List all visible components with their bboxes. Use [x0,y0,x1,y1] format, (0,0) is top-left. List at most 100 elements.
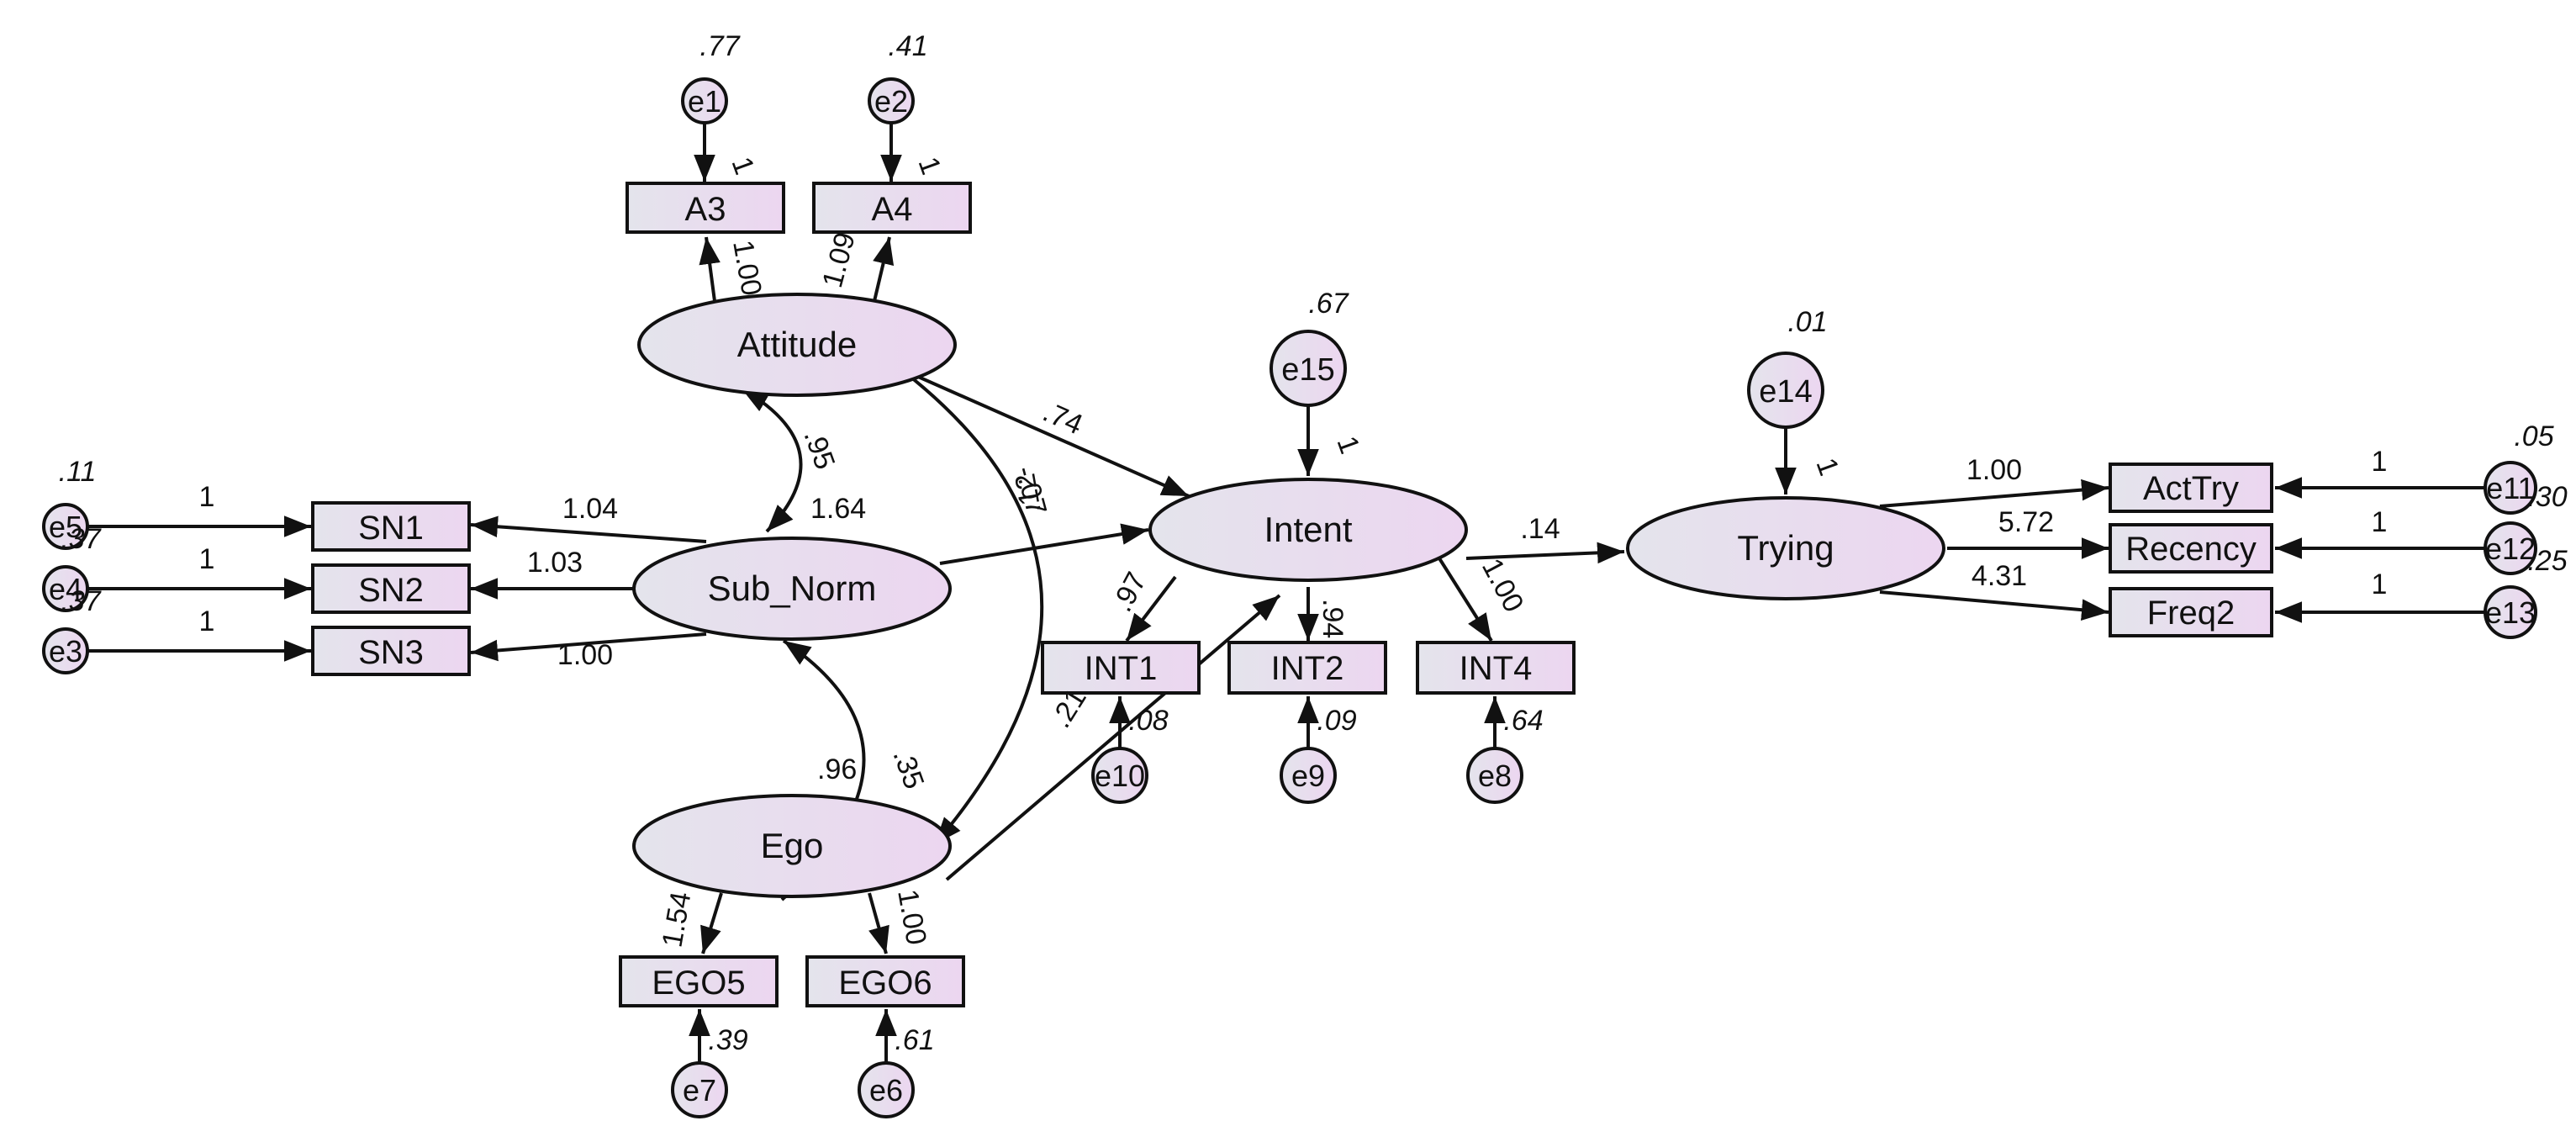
path-ego-ego5 [700,892,723,954]
latent-ego[interactable]: Ego [632,794,952,898]
observed-int1[interactable]: INT1 [1041,641,1201,695]
coef-subnorm-ego-cov: .35 [886,745,930,793]
path-intent-int4 [1438,557,1493,642]
observed-ego5[interactable]: EGO5 [619,955,779,1007]
error-e7-label: e7 [683,1073,716,1108]
coef-e12-recency: 1 [2372,506,2388,538]
observed-sn1[interactable]: SN1 [311,501,471,552]
observed-freq2-label: Freq2 [2147,595,2236,632]
observed-int4[interactable]: INT4 [1416,641,1576,695]
error-e12-label: e12 [2485,531,2536,566]
error-e6[interactable]: e6 [858,1061,915,1118]
coef-e14-trying: 1 [1809,454,1845,480]
path-subnorm-intent [939,523,1149,565]
observed-acttry-label: ActTry [2143,470,2239,507]
observed-a4[interactable]: A4 [812,182,972,234]
observed-variables: A3 A4 SN1 SN2 SN3 INT1 INT2 INT4 [311,182,2273,1007]
observed-recency[interactable]: Recency [2109,523,2273,574]
variance-e11: .05 [2514,420,2553,452]
observed-a3-label: A3 [685,191,726,228]
path-intent-trying [1465,542,1625,564]
variance-e6: .61 [895,1024,934,1056]
error-e1[interactable]: e1 [681,77,728,124]
coef-e13-freq2: 1 [2372,568,2388,600]
error-e10[interactable]: e10 [1091,747,1148,804]
error-e4[interactable]: e4 [42,565,89,612]
error-e13[interactable]: e13 [2484,585,2537,639]
error-e11[interactable]: e11 [2484,461,2537,515]
coef-intent-trying: .14 [1520,513,1560,545]
variance-e7: .39 [708,1024,747,1056]
coef-subnorm-intent: .12 [1009,471,1048,515]
path-ego-intent [945,594,1281,881]
coef-subnorm-sn1: 1.04 [562,493,618,525]
error-terms: e1 e2 e5 e4 e3 e15 e14 e11 e12 e13 e10 e… [42,77,2537,1118]
cov-attitude-ego [878,352,1044,846]
error-e11-label: e11 [2486,471,2534,505]
coef-subnorm-variance: 1.64 [810,493,866,525]
error-e8-label: e8 [1478,759,1512,793]
coef-e5-sn1: 1 [199,481,215,513]
observed-freq2[interactable]: Freq2 [2109,587,2273,637]
latent-trying[interactable]: Trying [1626,496,1945,600]
path-trying-freq2 [1879,590,2109,621]
variance-e13: .25 [2527,545,2567,577]
observed-sn3-label: SN3 [358,634,424,671]
error-e9[interactable]: e9 [1280,747,1337,804]
observed-int2[interactable]: INT2 [1227,641,1387,695]
coef-subnorm-sn3: 1.00 [557,639,613,671]
observed-sn2[interactable]: SN2 [311,563,471,614]
observed-a4-label: A4 [872,191,913,228]
coef-e3-sn3: 1 [199,605,215,637]
latent-sub-norm[interactable]: Sub_Norm [632,537,952,641]
coef-ego-ego5: 1.54 [656,890,697,950]
variance-e14: .01 [1787,306,1827,338]
coef-ego-variance: .96 [817,753,857,785]
variance-e10: .08 [1128,705,1168,737]
path-attitude-a4 [873,236,895,302]
observed-sn2-label: SN2 [358,572,424,609]
error-e2[interactable]: e2 [868,77,915,124]
path-attitude-intent [902,368,1190,498]
error-e14[interactable]: e14 [1747,352,1824,429]
coef-ego-ego6: 1.00 [891,887,932,948]
coef-attitude-a4: 1.09 [816,229,862,291]
observed-acttry[interactable]: ActTry [2109,463,2273,513]
error-e15-label: e15 [1281,352,1334,388]
coef-intent-int2: .94 [1317,599,1349,638]
error-e7[interactable]: e7 [671,1061,728,1118]
coef-intent-int4: 1.00 [1475,553,1530,617]
latent-intent-label: Intent [1264,510,1352,549]
observed-recency-label: Recency [2125,531,2257,568]
variance-e1: .77 [699,30,740,62]
error-e3-label: e3 [49,634,82,669]
observed-ego6[interactable]: EGO6 [805,955,965,1007]
latent-attitude[interactable]: Attitude [637,293,957,397]
error-e14-label: e14 [1759,374,1812,410]
observed-sn3[interactable]: SN3 [311,626,471,676]
latent-variables: Attitude Sub_Norm Ego Intent Trying [632,293,1945,898]
observed-int2-label: INT2 [1271,650,1344,687]
error-e12[interactable]: e12 [2484,521,2537,575]
error-e15[interactable]: e15 [1270,330,1347,407]
coef-attitude-subnorm-cov: .95 [797,426,841,473]
coef-e4-sn2: 1 [199,543,215,575]
variance-e12: .30 [2527,481,2567,513]
paths [87,123,2485,1065]
error-e8[interactable]: e8 [1466,747,1523,804]
observed-a3[interactable]: A3 [626,182,785,234]
variance-e2: .41 [888,30,927,62]
error-e5-label: e5 [49,510,82,544]
variance-e4: .37 [61,523,101,555]
error-e3[interactable]: e3 [42,627,89,674]
error-e4-label: e4 [49,572,82,606]
error-e5[interactable]: e5 [42,503,89,550]
latent-sub-norm-label: Sub_Norm [708,568,877,608]
error-e6-label: e6 [869,1073,903,1108]
variance-e15: .67 [1308,288,1349,320]
latent-attitude-label: Attitude [737,325,857,364]
coef-attitude-a3: 1.00 [726,238,768,299]
path-subnorm-sn3 [470,632,707,662]
latent-intent[interactable]: Intent [1148,478,1468,582]
error-e2-label: e2 [874,84,908,119]
